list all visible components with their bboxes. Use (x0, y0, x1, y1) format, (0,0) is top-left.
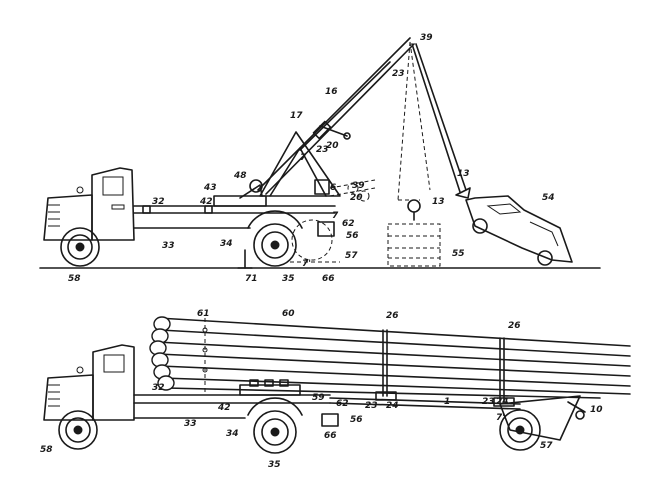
label-60: 60 (282, 309, 295, 319)
label-24: 24 (386, 401, 399, 411)
label-13: 13 (432, 197, 445, 207)
label-20: 20 (326, 141, 339, 151)
front-wheel-top (60, 227, 100, 267)
label-33: 33 (162, 241, 175, 251)
label-10: 10 (590, 405, 603, 415)
label-35: 35 (268, 460, 281, 470)
trailer-wheel (499, 409, 541, 451)
hoist-rope-top (407, 43, 471, 221)
label-7-prime: 7' (496, 413, 505, 423)
truck-cab-bottom (43, 344, 135, 421)
label-62: 62 (342, 219, 355, 229)
label-6: 6 (330, 183, 336, 193)
label-58: 58 (68, 274, 81, 284)
label-26: 26 (386, 311, 399, 321)
label-56: 56 (350, 415, 363, 425)
truck-cab-top (43, 167, 135, 241)
label-54: 54 (542, 193, 555, 203)
label-17: 17 (290, 111, 303, 121)
bottom-view-log-transport: 61 60 26 26 32 23 24 1 23 24 10 42 59 62… (40, 309, 631, 470)
rear-wheel-top (247, 210, 303, 267)
label-66: 66 (322, 274, 335, 284)
rear-wheel-bottom (247, 397, 339, 454)
label-7: 7 (332, 211, 339, 221)
label-39: 39 (352, 181, 365, 191)
lifted-car-top (465, 195, 573, 266)
label-7-prime: 7' (302, 259, 311, 269)
boom-dashed-positions (329, 41, 431, 202)
chassis-frame-bottom (133, 318, 331, 419)
front-wheel-bottom (58, 410, 98, 450)
label-43: 43 (203, 183, 217, 193)
label-71: 71 (245, 274, 258, 284)
label-42: 42 (217, 403, 231, 413)
label-33: 33 (184, 419, 197, 429)
label-23: 23 (392, 69, 405, 79)
label-20: 20 (350, 193, 363, 203)
label-13: 13 (457, 169, 470, 179)
label-23: 23 (365, 401, 378, 411)
log-bundle (149, 316, 631, 399)
chassis-frame-top (133, 205, 336, 229)
label-24: 24 (496, 397, 509, 407)
label-16: 16 (325, 87, 338, 97)
label-66: 66 (324, 431, 337, 441)
label-23: 23 (316, 145, 329, 155)
label-1: 1 (444, 397, 450, 407)
label-56: 56 (346, 231, 359, 241)
label-55: 55 (452, 249, 465, 259)
top-view-crane-truck: 39 23 16 17 7 23 20 13 54 43 48 42 6 20 … (39, 33, 601, 284)
label-42: 42 (199, 197, 213, 207)
outrigger-top (237, 219, 340, 269)
crane-turret-top (213, 131, 341, 207)
top-view-labels: 39 23 16 17 7 23 20 13 54 43 48 42 6 20 … (68, 33, 555, 284)
label-62: 62 (336, 399, 349, 409)
trailer-reach (329, 395, 586, 441)
label-59: 59 (312, 393, 325, 403)
label-57: 57 (345, 251, 358, 261)
label-32: 32 (152, 383, 165, 393)
label-26: 26 (508, 321, 521, 331)
load-basket-top (387, 223, 441, 267)
label-7: 7 (300, 153, 307, 163)
label-35: 35 (282, 274, 295, 284)
label-34: 34 (226, 429, 239, 439)
bottom-view-labels: 61 60 26 26 32 23 24 1 23 24 10 42 59 62… (40, 309, 603, 470)
label-61: 61 (197, 309, 210, 319)
label-23: 23 (482, 397, 495, 407)
label-34: 34 (220, 239, 233, 249)
label-39: 39 (420, 33, 433, 43)
label-57: 57 (540, 441, 553, 451)
label-32: 32 (152, 197, 165, 207)
label-58: 58 (40, 445, 53, 455)
crane-boom-top (257, 37, 415, 195)
label-48: 48 (233, 171, 247, 181)
